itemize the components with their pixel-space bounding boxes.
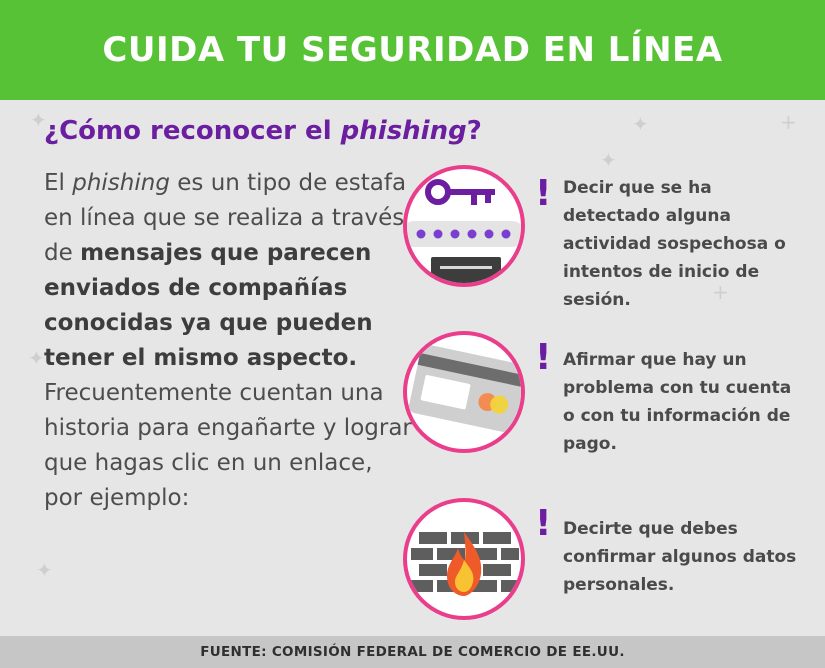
source-text: FUENTE: COMISIÓN FEDERAL DE COMERCIO DE … [200,644,625,660]
alert-mark: ! [535,337,552,378]
alert-mark: ! [535,503,552,544]
item-text: Decir que se ha detectado alguna activid… [563,178,786,310]
sparkle-icon: ✦ [632,112,649,136]
alert-mark: ! [535,173,552,214]
subtitle-suffix: ? [466,116,482,146]
intro-text: es un tipo de estafa en línea que se rea… [44,170,407,266]
sparkle-icon: ✦ [36,558,53,582]
intro-paragraph: El phishing es un tipo de estafa en líne… [44,166,414,516]
header-banner: CUIDA TU SEGURIDAD EN LÍNEA [0,0,825,100]
section-subtitle: ¿Cómo reconocer el phishing? [44,116,482,146]
sparkle-icon: + [780,110,797,134]
footer-source: FUENTE: COMISIÓN FEDERAL DE COMERCIO DE … [0,636,825,668]
key-password-icon [403,165,525,287]
sparkle-icon: ✦ [28,346,45,370]
sparkle-icon: ✦ [30,108,47,132]
intro-bold-text: mensajes que parecen enviados de compañí… [44,240,373,371]
sparkle-icon: + [712,280,729,304]
credit-card-icon [403,331,525,453]
intro-emphasis: phishing [72,170,170,196]
item-text: Decirte que debes confirmar algunos dato… [563,519,797,595]
intro-text: Frecuentemente cuentan una historia para… [44,380,412,511]
intro-text: El [44,170,73,196]
firewall-icon [403,498,525,620]
subtitle-text: ¿Cómo reconocer el [44,116,341,146]
subtitle-emphasis: phishing [340,116,467,146]
page-title: CUIDA TU SEGURIDAD EN LÍNEA [102,30,723,70]
sparkle-icon: ✦ [600,148,617,172]
item-text: Afirmar que hay un problema con tu cuent… [563,350,792,454]
